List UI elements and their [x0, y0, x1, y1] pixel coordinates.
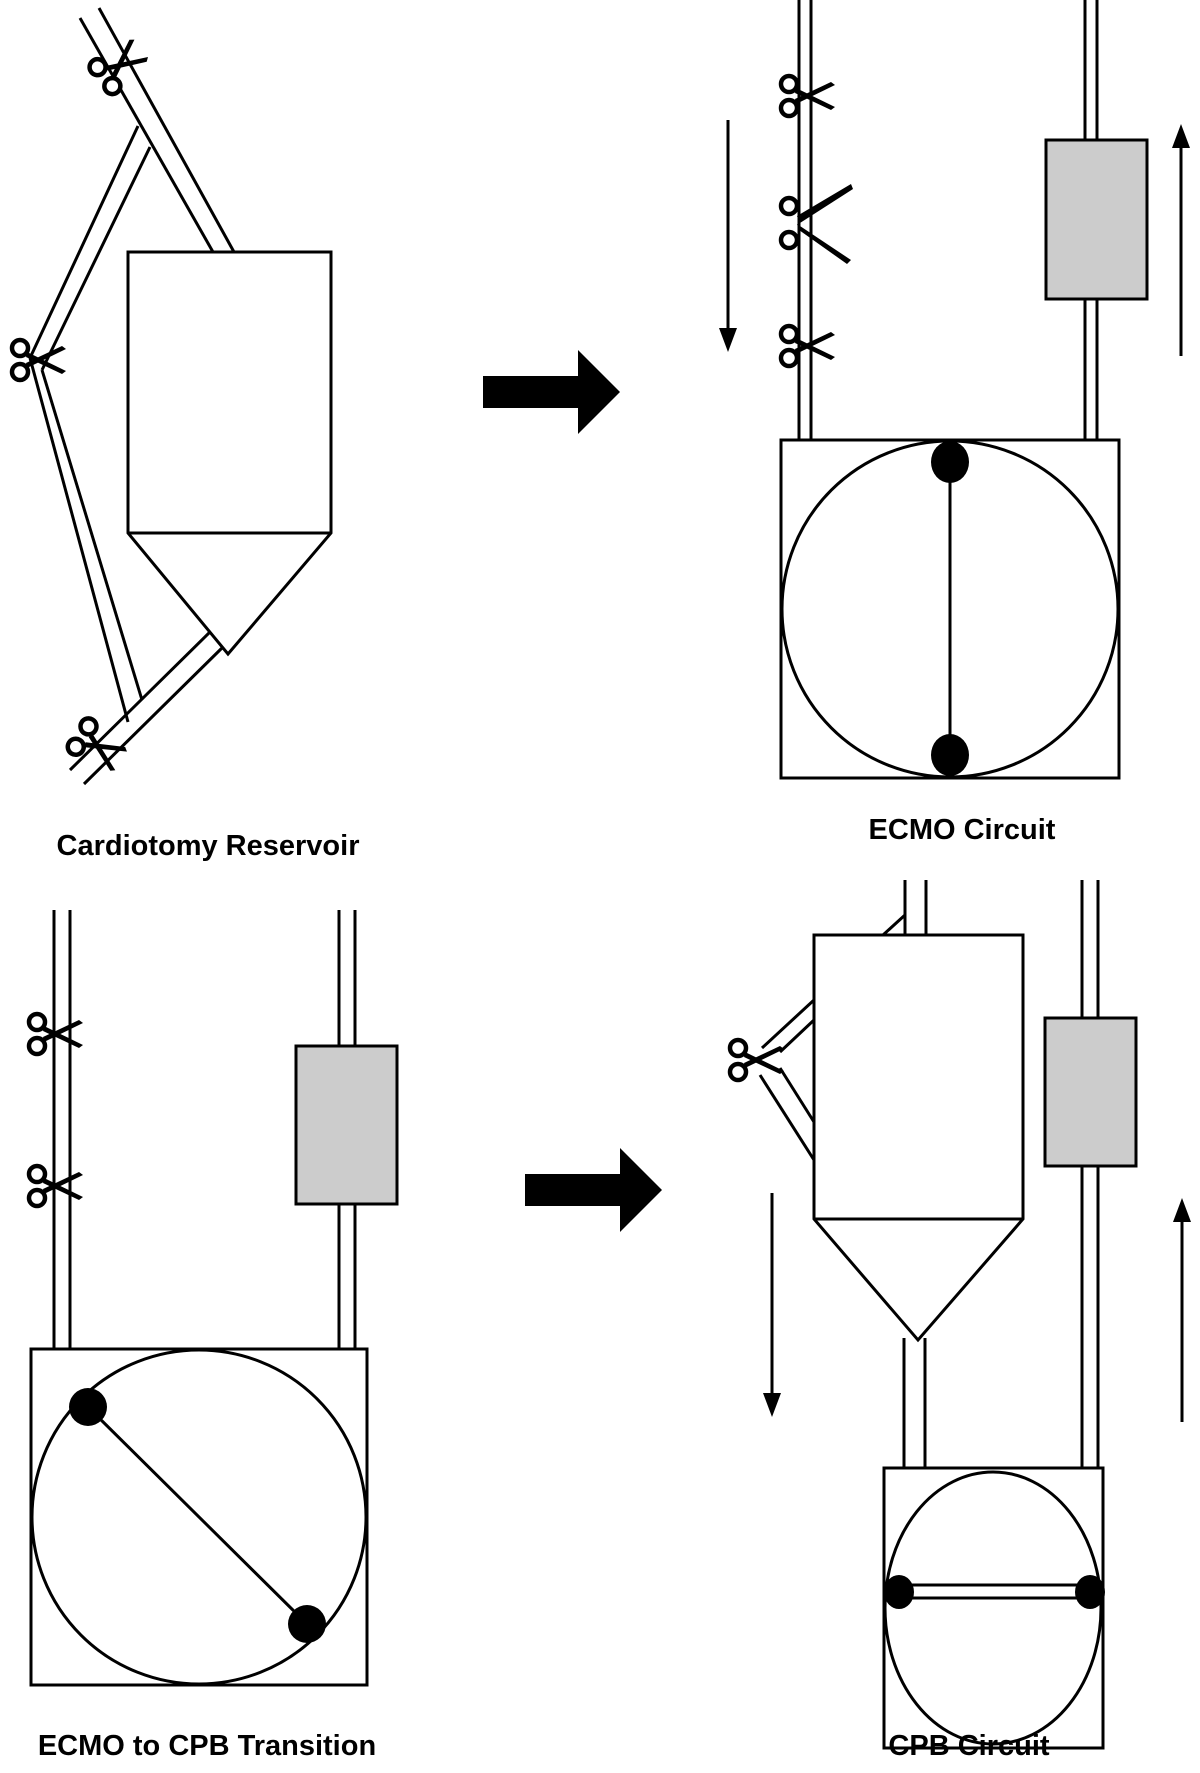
roller-dot	[931, 734, 969, 776]
bypass-lower-inner	[40, 369, 144, 701]
roller-dot	[1075, 1575, 1105, 1609]
reservoir-body	[126, 250, 333, 657]
oxygenator	[294, 1044, 399, 1206]
panel-label-cpb: CPB Circuit	[888, 1730, 1049, 1762]
scissors-icon	[12, 340, 66, 380]
flow-arrow-icon	[763, 1193, 781, 1417]
bypass-upper-outer	[28, 125, 140, 359]
tube-bottom-lower	[82, 643, 227, 786]
roller-dot	[288, 1605, 326, 1643]
pump-housing	[882, 1466, 1105, 1750]
panel-transition	[29, 910, 399, 1687]
right-arrow-icon	[525, 1148, 662, 1232]
bypass-upper-inner	[40, 146, 152, 371]
flow-arrow-icon	[719, 120, 737, 352]
oxygenator	[1044, 138, 1149, 301]
side-tube-lower	[758, 1074, 816, 1161]
panel-label-transition: ECMO to CPB Transition	[38, 1730, 376, 1762]
panel-ecmo	[779, 0, 1149, 780]
tube-bottom-upper	[68, 628, 214, 772]
roller-dot	[931, 441, 969, 483]
panel-label-cardiotomy: Cardiotomy Reservoir	[57, 830, 360, 862]
pump-roller-arm	[86, 1405, 309, 1626]
bypass-lower-outer	[28, 357, 130, 723]
scissors-icon	[730, 1040, 784, 1080]
panel-label-ecmo: ECMO Circuit	[869, 814, 1056, 846]
pump-head	[30, 1348, 368, 1686]
right-arrow-icon	[483, 350, 620, 434]
venous-branch	[881, 913, 907, 937]
side-tube-upper-inner	[778, 1018, 816, 1054]
scissors-icon	[778, 184, 853, 264]
tube-top-left	[78, 17, 215, 253]
tube-top-right	[97, 7, 236, 253]
scissors-icon	[781, 76, 835, 116]
oxygenator	[1043, 1016, 1138, 1168]
panel-cardiotomy	[28, 7, 333, 786]
reservoir-body	[812, 933, 1025, 1343]
pump-head	[883, 1470, 1103, 1746]
side-tube-upper	[760, 998, 816, 1050]
flow-arrow-icon	[1173, 1198, 1191, 1422]
roller-dot	[884, 1575, 914, 1609]
flow-arrow-icon	[1172, 124, 1190, 356]
roller-dot	[69, 1388, 107, 1426]
scissors-icon	[29, 1014, 83, 1054]
scissors-icon	[29, 1166, 83, 1206]
panel-cpb	[758, 880, 1138, 1750]
scissors-icon	[781, 326, 835, 366]
side-tube-lower-inner	[778, 1067, 816, 1123]
